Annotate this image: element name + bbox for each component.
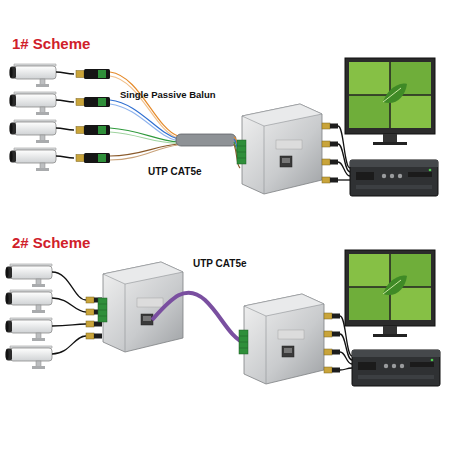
bnc-connector [322, 141, 338, 147]
bnc-connector [322, 123, 338, 129]
camera [5, 346, 52, 369]
camera [9, 64, 56, 87]
bnc-connector [322, 159, 338, 165]
part-label: Single Passive Balun [120, 90, 216, 100]
camera [9, 92, 56, 115]
camera [5, 318, 52, 341]
video-balun-hub [239, 294, 324, 384]
video-balun-hub [237, 104, 322, 194]
passive-balun [76, 69, 110, 79]
monitor [345, 250, 435, 337]
utp-cable [176, 134, 236, 146]
passive-balun [76, 97, 110, 107]
bnc-connector [324, 367, 340, 373]
camera-group-1 [9, 64, 56, 171]
camera-group-2 [5, 264, 52, 369]
cable-label: UTP CAT5e [148, 166, 202, 177]
bnc-outputs-1 [322, 123, 338, 183]
camera [5, 264, 52, 287]
bnc-connector [324, 331, 340, 337]
passive-balun [76, 153, 110, 163]
bnc-connector [322, 177, 338, 183]
passive-balun [76, 125, 110, 135]
cable-label: UTP CAT5e [193, 258, 247, 269]
camera [9, 148, 56, 171]
scheme-heading: 1# Scheme [12, 36, 90, 53]
dvr-recorder [352, 350, 440, 386]
bnc-connector [324, 313, 340, 319]
utp-cable [152, 293, 246, 344]
twisted-pairs [110, 72, 178, 160]
passive-baluns [76, 69, 110, 163]
camera-cables-1 [56, 72, 74, 158]
camera [5, 290, 52, 313]
camera-cables-2 [52, 272, 86, 354]
video-balun-hub [98, 262, 183, 352]
scheme-heading: 2# Scheme [12, 235, 90, 252]
bnc-connector [86, 333, 102, 339]
monitor [345, 58, 435, 145]
bnc-connector [324, 349, 340, 355]
dvr-recorder [350, 160, 438, 196]
bnc-outputs-2 [324, 313, 340, 373]
camera [9, 120, 56, 143]
